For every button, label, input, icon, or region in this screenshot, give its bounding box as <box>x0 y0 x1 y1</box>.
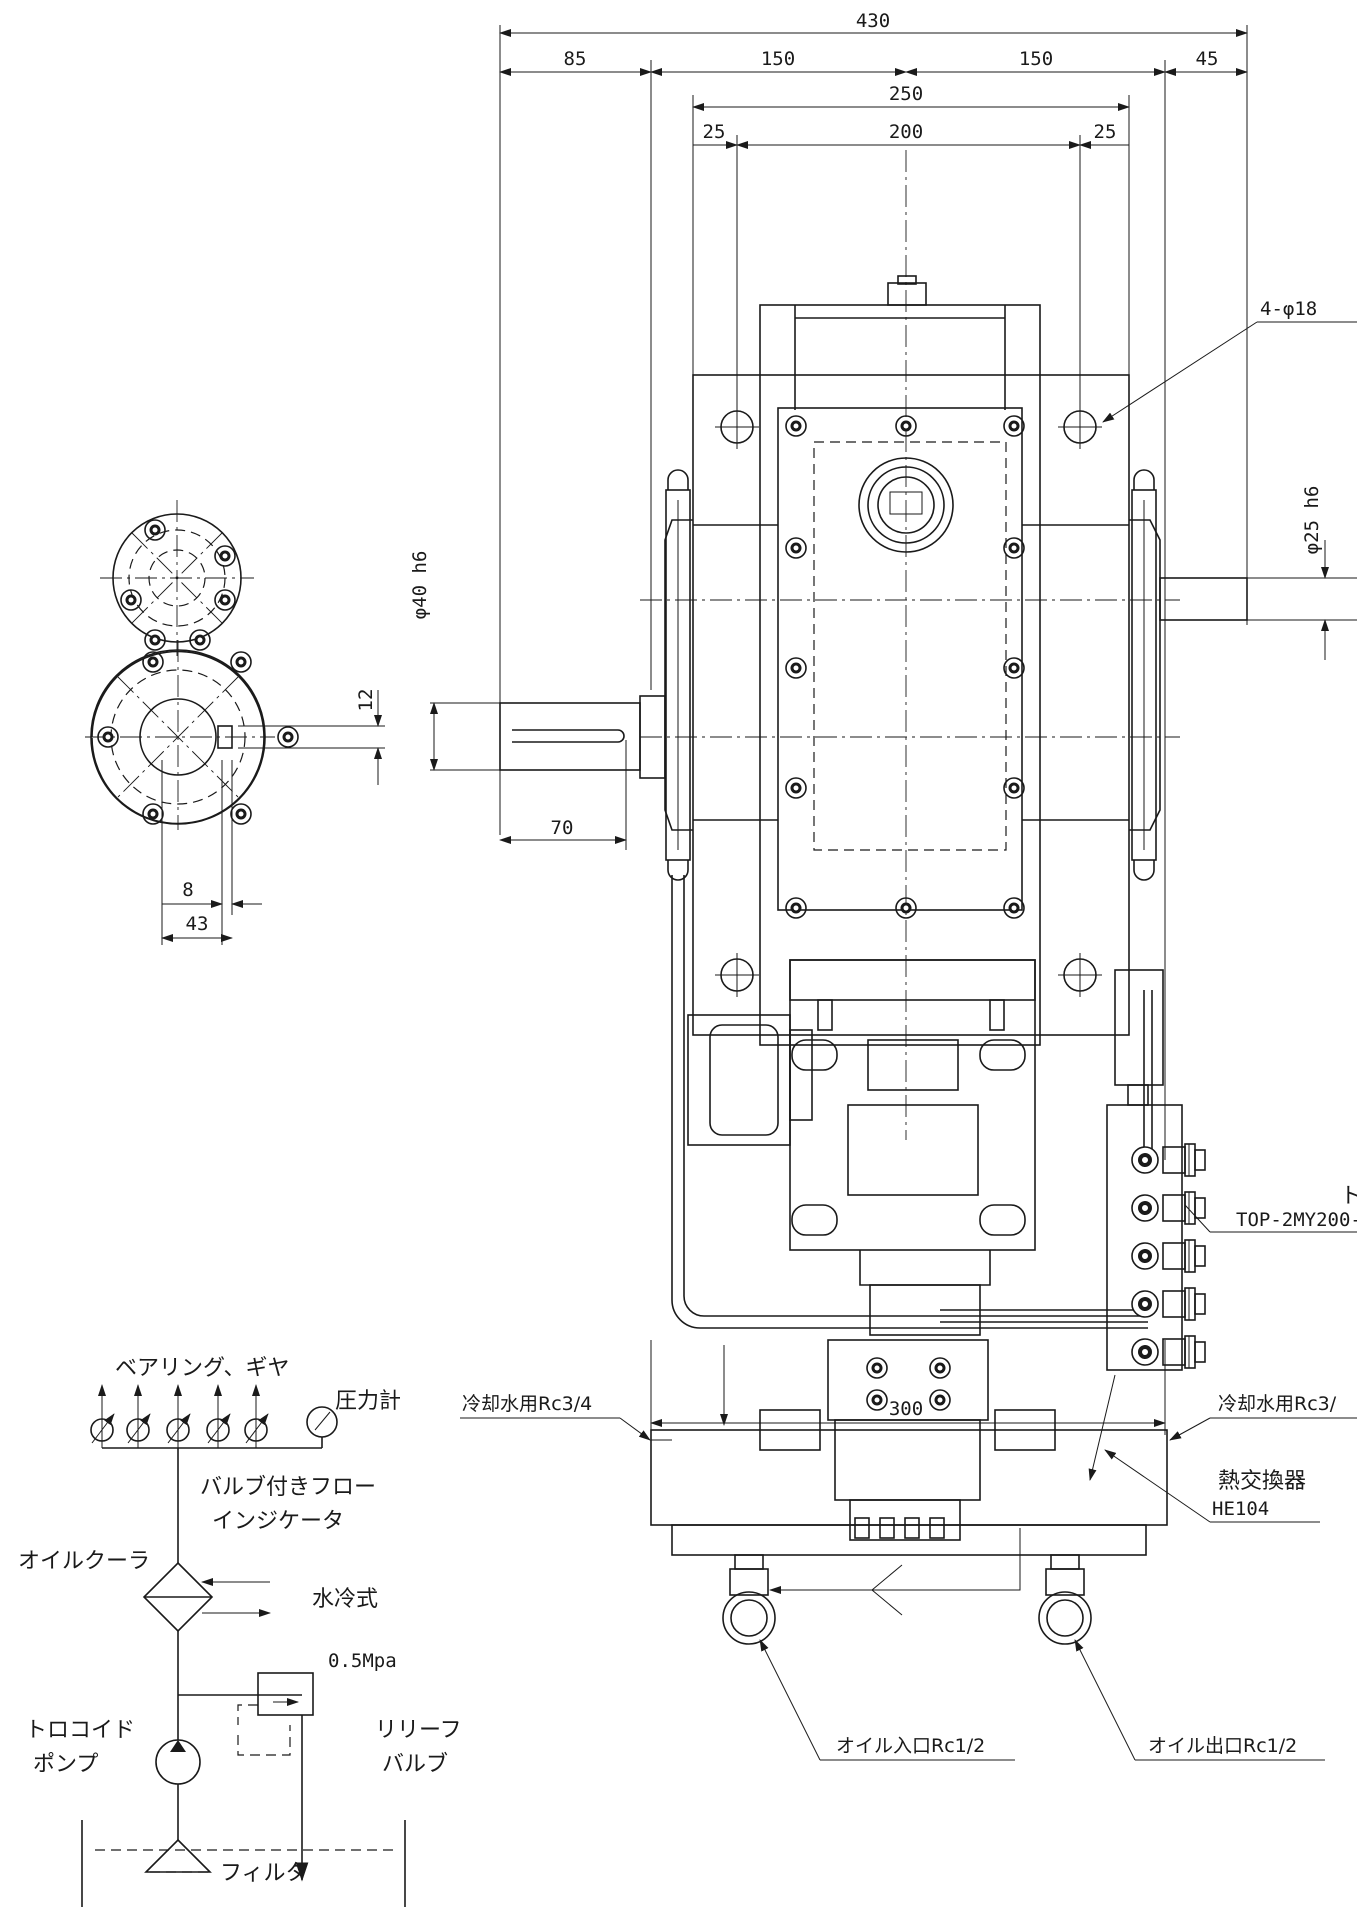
flow-indicator-label-2: インジケータ <box>212 1509 344 1534</box>
water-cooled-label: 水冷式 <box>312 1587 378 1612</box>
dim-25-right: 25 <box>1094 121 1117 143</box>
dim-200: 200 <box>889 121 923 143</box>
dim-phi40: φ40 h6 <box>409 551 431 620</box>
trochoid-label-1: トロコイド <box>25 1718 135 1743</box>
filter-label: フィルタ <box>220 1861 308 1886</box>
dimension-texts: 430 85 150 150 45 250 200 25 25 70 φ40 h… <box>409 10 1323 1420</box>
schematic-texts: ベアリング、ギヤ 圧力計 バルブ付きフロー インジケータ オイルクーラ 水冷式 … <box>18 1356 462 1886</box>
left-sight-tube <box>665 469 691 881</box>
gearbox-body <box>640 150 1180 1140</box>
relief-valve-label-2: バルブ <box>382 1752 448 1777</box>
dim-150-left: 150 <box>761 48 795 70</box>
bearing-gear-label: ベアリング、ギヤ <box>115 1356 289 1381</box>
pump-label-partial: ト <box>1340 1184 1357 1209</box>
pressure-gauge-label: 圧力計 <box>335 1389 401 1414</box>
input-shaft <box>499 695 666 779</box>
output-shaft <box>1159 577 1248 621</box>
heat-exchanger-label: 熱交換器 <box>1218 1469 1306 1494</box>
dim-85: 85 <box>564 48 587 70</box>
oil-pipes <box>671 875 1153 1329</box>
cooling-water-left: 冷却水用Rc3/4 <box>462 1393 592 1415</box>
cooling-water-right: 冷却水用Rc3/ <box>1218 1393 1337 1415</box>
flow-indicator-label-1: バルブ付きフロー <box>200 1475 376 1500</box>
flow-manifold <box>1106 969 1206 1371</box>
dim-25-left: 25 <box>703 121 726 143</box>
dim-300: 300 <box>889 1398 923 1420</box>
dim-70: 70 <box>551 817 574 839</box>
dim-430: 430 <box>856 10 890 32</box>
callout-leaders <box>460 1204 1357 1761</box>
pump-block <box>759 1339 1056 1541</box>
right-sight-tube <box>1131 469 1157 881</box>
hydraulic-schematic <box>81 1384 406 1907</box>
dim-8: 8 <box>182 879 193 901</box>
pump-motor <box>687 959 1036 1336</box>
pump-model-partial: TOP-2MY200- <box>1236 1209 1357 1231</box>
dim-250: 250 <box>889 83 923 105</box>
dimension-lines <box>430 25 1357 1435</box>
callout-texts: ト TOP-2MY200- 冷却水用Rc3/4 冷却水用Rc3/ 熱交換器 HE… <box>462 1184 1357 1757</box>
base-heat-exchanger <box>650 1345 1168 1645</box>
oil-cooler-label: オイルクーラ <box>18 1549 150 1574</box>
dim-150-right: 150 <box>1019 48 1053 70</box>
dim-43: 43 <box>186 913 209 935</box>
dim-holes: 4-φ18 <box>1260 298 1317 320</box>
heat-exchanger-model: HE104 <box>1212 1498 1269 1520</box>
oil-outlet-label: オイル出口Rc1/2 <box>1148 1735 1297 1757</box>
side-view: 12 8 43 <box>85 500 385 945</box>
relief-valve-label-1: リリーフ <box>375 1718 462 1743</box>
oil-inlet-label: オイル入口Rc1/2 <box>836 1735 985 1757</box>
trochoid-label-2: ポンプ <box>33 1752 98 1777</box>
dim-phi25: φ25 h6 <box>1301 486 1323 555</box>
relief-pressure-label: 0.5Mpa <box>328 1650 397 1672</box>
dim-45: 45 <box>1196 48 1219 70</box>
dim-12: 12 <box>355 689 377 712</box>
